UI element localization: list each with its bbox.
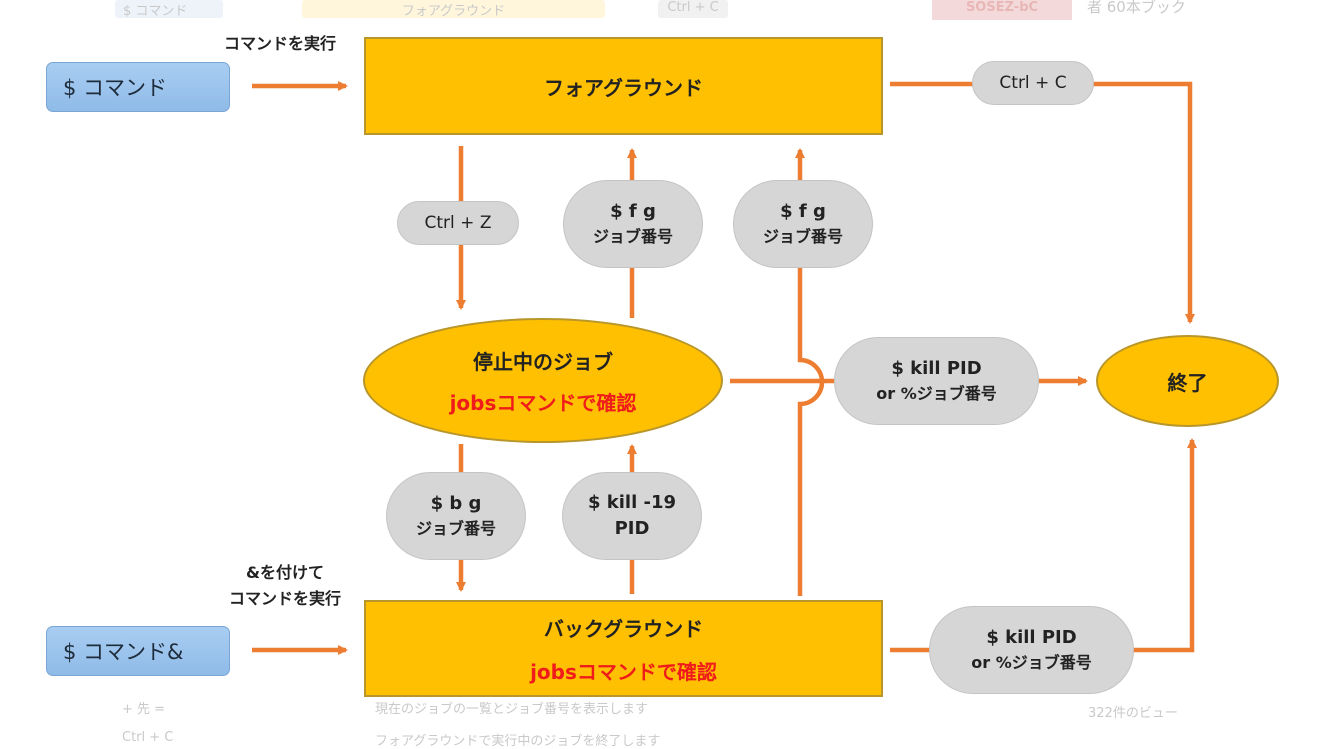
background-top-right-text: 者 60本ブック <box>1087 0 1186 16</box>
fg-command: $ f g <box>610 201 656 222</box>
background-view-count: 322件のビュー <box>1088 706 1178 721</box>
kill-stopped-pill: $ kill PID or %ジョブ番号 <box>834 337 1039 425</box>
background-jobs-note: jobsコマンドで確認 <box>530 659 717 684</box>
run-command-caption: コマンドを実行 <box>223 34 336 53</box>
kill19-pill: $ kill -19 PID <box>562 472 702 560</box>
foreground-title: フォアグラウンド <box>544 75 703 100</box>
fg-job-number: ジョブ番号 <box>592 227 673 246</box>
background-thumbnail: SOSEZ-bC <box>932 0 1072 20</box>
background-command-chip: $ コマンド <box>115 0 223 19</box>
background-foreground-chip: フォアグラウンド <box>302 0 605 19</box>
stopped-jobs-ellipse: 停止中のジョブ jobsコマンドで確認 <box>363 318 723 443</box>
fg-job-number: ジョブ番号 <box>762 227 843 246</box>
stopped-jobs-title: 停止中のジョブ <box>473 349 613 374</box>
fg-from-stopped-pill: $ f g ジョブ番号 <box>563 180 703 268</box>
fg-command: $ f g <box>780 201 826 222</box>
kill-job-number: or %ジョブ番号 <box>876 384 997 403</box>
ctrl-z-pill: Ctrl + Z <box>397 201 519 245</box>
fg-from-background-pill: $ f g ジョブ番号 <box>733 180 873 268</box>
kill19-command: $ kill -19 <box>587 492 677 513</box>
background-row1-label: + 先 = <box>122 702 166 717</box>
kill-background-pill: $ kill PID or %ジョブ番号 <box>929 606 1134 694</box>
foreground-box: フォアグラウンド <box>364 37 883 135</box>
background-title: バックグラウンド <box>543 616 704 641</box>
ctrl-c-pill: Ctrl + C <box>972 61 1094 105</box>
bg-command-pill: $ b g ジョブ番号 <box>386 472 526 560</box>
end-label: 終了 <box>1167 370 1208 395</box>
kill19-pid: PID <box>614 518 650 539</box>
bg-command: $ b g <box>430 493 482 514</box>
background-row1-description: 現在のジョブの一覧とジョブ番号を表示します <box>375 702 649 717</box>
background-ctrl-chip: Ctrl + C <box>658 0 728 18</box>
amp-caption-line1: &を付けて <box>246 563 324 582</box>
stopped-jobs-note: jobsコマンドで確認 <box>449 390 637 415</box>
arrow-foreground-to-end <box>890 81 1195 324</box>
bg-job-number: ジョブ番号 <box>415 519 496 538</box>
end-ellipse: 終了 <box>1096 335 1279 427</box>
kill-command: $ kill PID <box>891 358 982 379</box>
background-box: バックグラウンド jobsコマンドで確認 <box>364 600 883 697</box>
amp-command-caption: &を付けて コマンドを実行 <box>200 560 370 612</box>
kill-command: $ kill PID <box>986 627 1077 648</box>
amp-caption-line2: コマンドを実行 <box>228 589 341 608</box>
command-box: $ コマンド <box>46 62 230 112</box>
command-amp-box: $ コマンド& <box>46 626 230 676</box>
kill-job-number: or %ジョブ番号 <box>971 653 1092 672</box>
